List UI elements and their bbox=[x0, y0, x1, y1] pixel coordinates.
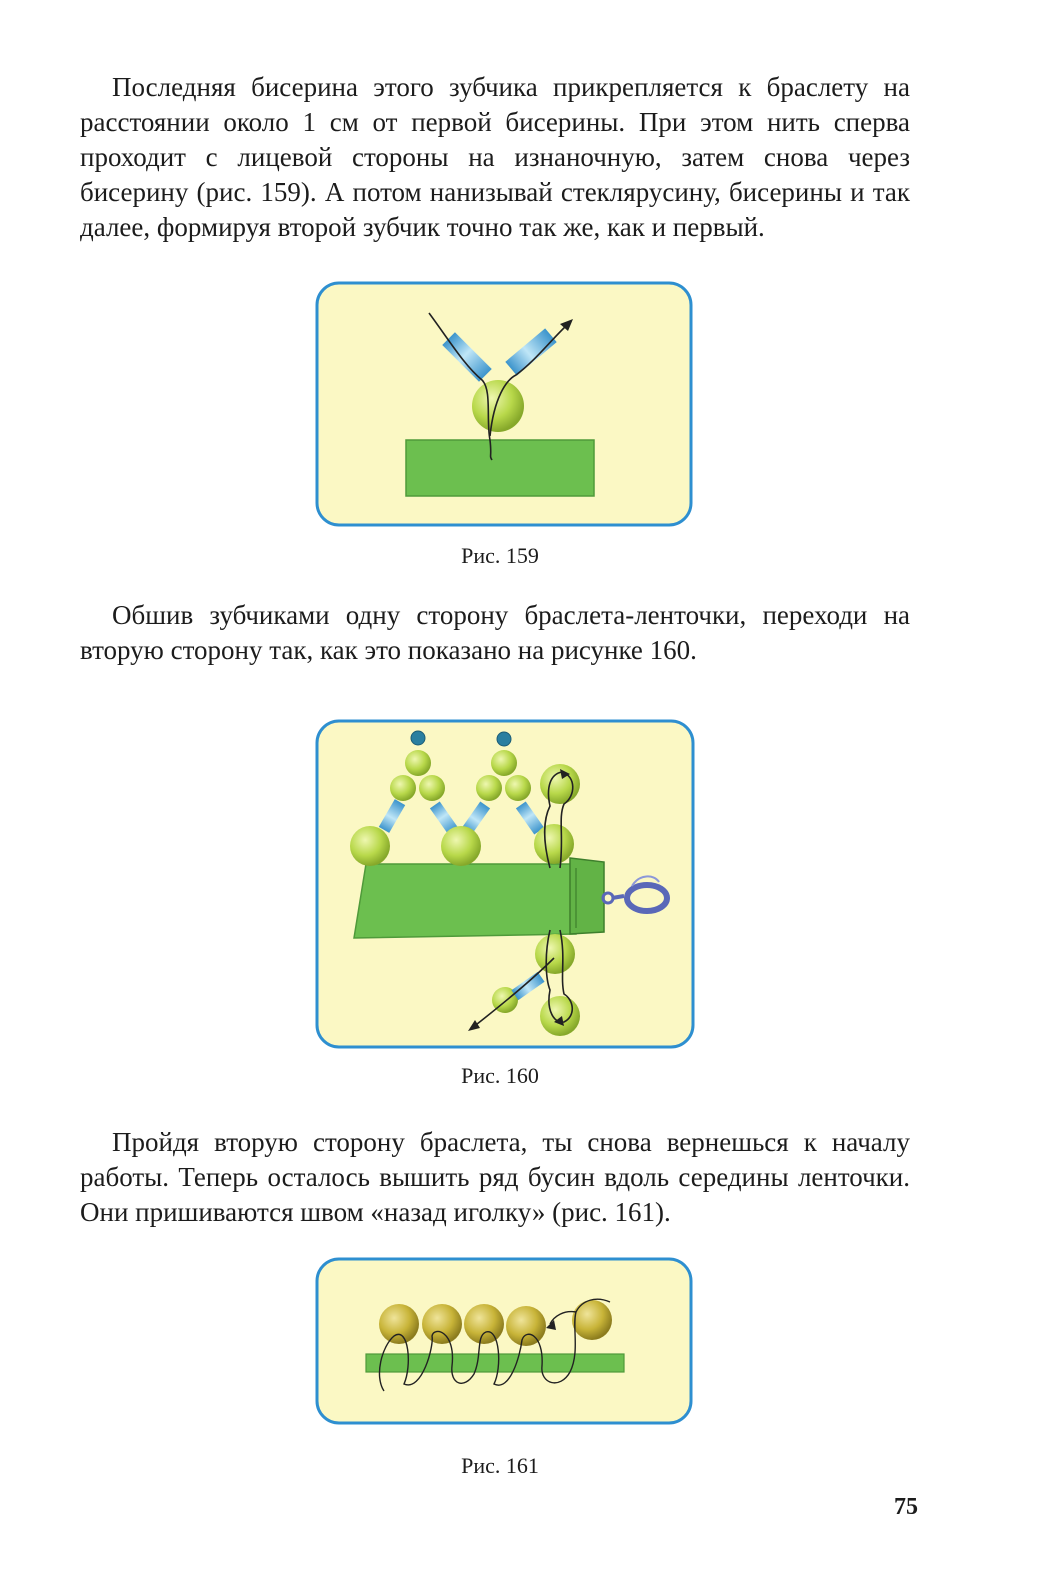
arrow-head bbox=[554, 1016, 564, 1026]
figure-161-caption: Рис. 161 bbox=[461, 1453, 539, 1478]
paragraph-3: Пройдя вторую сторону браслета, ты снова… bbox=[80, 1127, 910, 1227]
bugle-right bbox=[505, 328, 557, 376]
figure-161 bbox=[315, 1257, 693, 1425]
bugle-left bbox=[442, 332, 492, 382]
bead bbox=[540, 996, 580, 1036]
small-bead bbox=[496, 731, 512, 747]
bead bbox=[535, 934, 575, 974]
clasp-icon bbox=[601, 875, 670, 914]
bead bbox=[572, 1300, 612, 1340]
bead bbox=[390, 775, 416, 801]
bead bbox=[540, 764, 580, 804]
thread bbox=[471, 957, 555, 1029]
bead bbox=[441, 826, 481, 866]
thread bbox=[545, 929, 574, 1023]
thread bbox=[549, 1310, 577, 1325]
thread bbox=[428, 312, 493, 461]
bead bbox=[534, 824, 574, 864]
paragraph-2: Обшив зубчиками одну сторону браслета-ле… bbox=[80, 600, 910, 665]
thread-2 bbox=[489, 321, 571, 437]
bead bbox=[422, 1304, 462, 1344]
figure-frame bbox=[315, 1257, 693, 1425]
arrow-head bbox=[560, 769, 570, 779]
bead bbox=[350, 826, 390, 866]
bead bbox=[405, 750, 431, 776]
page-number: 75 bbox=[894, 1494, 918, 1520]
bead bbox=[505, 775, 531, 801]
ribbon bbox=[405, 439, 595, 497]
figure-160-caption: Рис. 160 bbox=[461, 1063, 539, 1088]
bead bbox=[476, 775, 502, 801]
ribbon bbox=[365, 1353, 625, 1373]
arrow-head bbox=[468, 1020, 480, 1031]
figure-159 bbox=[315, 281, 693, 527]
ribbon-fold bbox=[569, 857, 605, 935]
ribbon bbox=[353, 863, 577, 939]
bead bbox=[506, 1306, 546, 1346]
bead bbox=[419, 775, 445, 801]
arrow-head bbox=[560, 319, 573, 331]
bead bbox=[472, 380, 524, 432]
bead bbox=[379, 1304, 419, 1344]
thread bbox=[378, 1298, 611, 1392]
arrow-head bbox=[546, 1320, 556, 1330]
paragraph-1: Последняя бисерина этого зубчика прикреп… bbox=[80, 72, 910, 242]
figure-159-caption: Рис. 159 bbox=[461, 543, 539, 568]
bead bbox=[464, 1304, 504, 1344]
bead bbox=[491, 750, 517, 776]
small-bead bbox=[410, 730, 426, 746]
figure-160 bbox=[315, 719, 695, 1049]
